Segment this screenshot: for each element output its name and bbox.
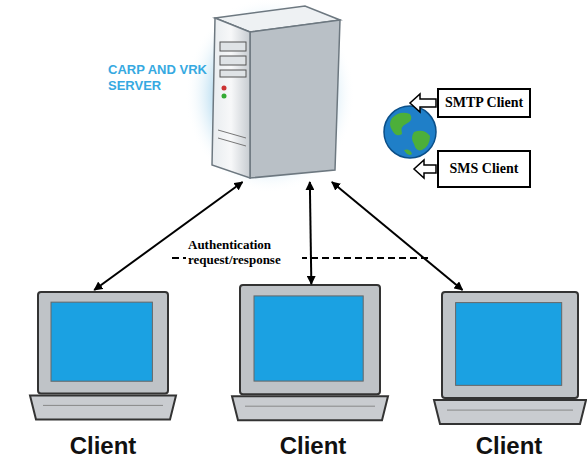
- laptop-node: Client: [230, 284, 396, 462]
- server-label: CARP AND VRK SERVER: [108, 62, 208, 94]
- server-tower: [185, 0, 355, 193]
- client-box: SMS Client: [437, 150, 531, 188]
- client-label: Client: [30, 432, 176, 460]
- laptop-node: Client: [434, 290, 584, 462]
- edge-note: Authentication request/response: [186, 237, 302, 267]
- pointer-arrow: [410, 94, 436, 178]
- globe-icon: [384, 106, 436, 158]
- box-label: SMS Client: [450, 161, 519, 177]
- client-box: SMTP Client: [437, 88, 531, 118]
- client-label: Client: [230, 432, 396, 460]
- server-node: CARP AND VRK SERVER: [108, 0, 340, 182]
- client-label: Client: [434, 432, 584, 460]
- leader-line: [300, 257, 432, 259]
- auth-arrow: [310, 182, 312, 284]
- laptop-icons: [30, 285, 586, 424]
- auth-arrow: [94, 182, 242, 290]
- laptop-node: Client: [30, 290, 176, 462]
- auth-arrow: [332, 182, 463, 290]
- box-label: SMTP Client: [445, 95, 523, 111]
